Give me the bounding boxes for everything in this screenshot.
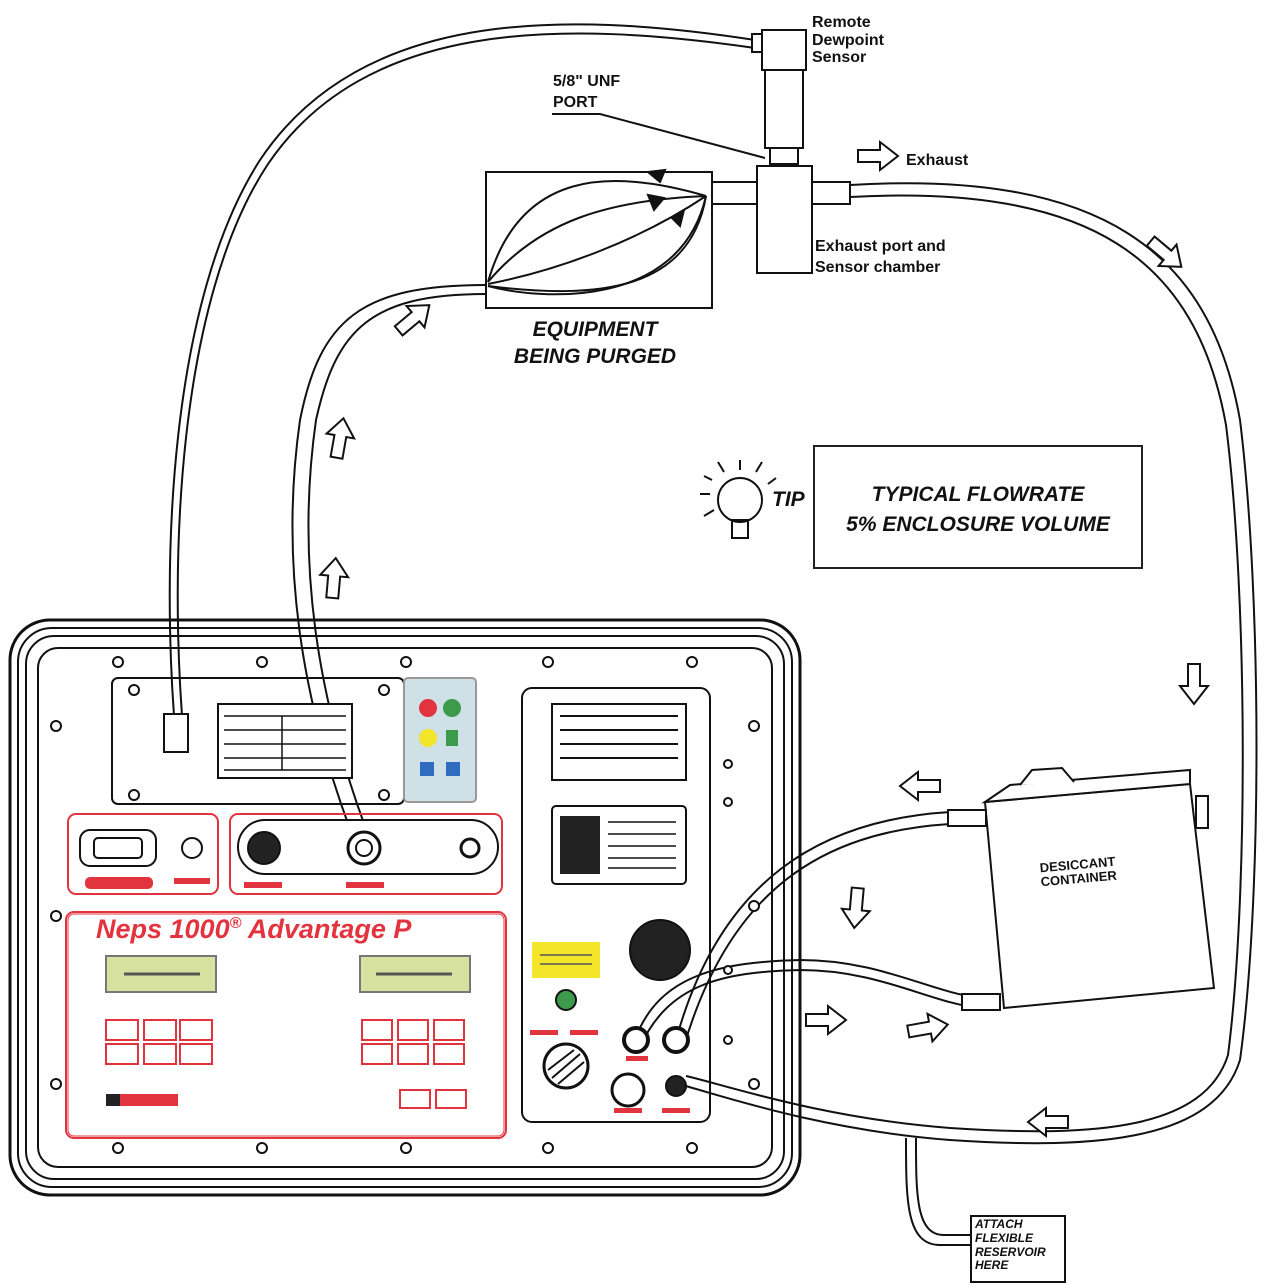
flowrate-tip-box: TYPICAL FLOWRATE 5% ENCLOSURE VOLUME xyxy=(813,445,1143,569)
product-name: Neps 1000® Advantage P xyxy=(96,914,411,945)
equipment-line1: EQUIPMENT xyxy=(532,318,658,341)
desiccant-container xyxy=(947,766,1216,1011)
attach-line3: RESERVOIR xyxy=(975,1244,1046,1259)
port-line1: 5/8" UNF xyxy=(553,73,621,90)
exhaust-port-line2: Sensor chamber xyxy=(815,258,941,276)
remote-sensor-label: Remote Dewpoint Sensor xyxy=(812,14,884,67)
remote-dewpoint-sensor xyxy=(751,29,807,165)
exhaust-port-chamber xyxy=(711,165,851,274)
yellow-warning-label xyxy=(532,942,600,978)
keypad-left xyxy=(105,1019,213,1065)
flowrate-line2: 5% ENCLOSURE VOLUME xyxy=(846,513,1110,536)
desiccant-hoses xyxy=(635,811,981,1048)
exhaust-port-label: Exhaust port and Sensor chamber xyxy=(815,238,946,276)
exhaust-port-line1: Exhaust port and xyxy=(815,238,946,255)
data-plate-left xyxy=(217,703,353,779)
tip-label: TIP xyxy=(772,488,805,511)
remote-sensor-line3: Sensor xyxy=(812,49,867,67)
equipment-label: EQUIPMENT BEING PURGED xyxy=(500,318,690,368)
remote-sensor-line1: Remote xyxy=(812,14,871,31)
keypad-right xyxy=(361,1019,467,1109)
speaker-grille xyxy=(629,919,691,981)
exhaust-label: Exhaust xyxy=(906,152,969,169)
flow-arrows xyxy=(318,139,1211,1139)
product-name-main: Neps 1000 xyxy=(96,914,230,944)
attach-line2: FLEXIBLE xyxy=(975,1230,1034,1245)
remote-sensor-line2: Dewpoint xyxy=(812,31,884,49)
attach-reservoir-box: ATTACH FLEXIBLE RESERVOIR HERE xyxy=(970,1215,1066,1283)
sensor-cable xyxy=(168,23,756,741)
power-socket xyxy=(79,829,157,867)
control-panel xyxy=(8,618,802,1197)
attach-line1: ATTACH xyxy=(975,1217,1023,1231)
lightbulb-icon xyxy=(700,460,777,539)
equipment-box xyxy=(485,168,713,309)
port-line2: PORT xyxy=(553,93,598,111)
product-reg-mark: ® xyxy=(229,915,242,932)
brand-logo xyxy=(106,1094,178,1106)
flowrate-line1: TYPICAL FLOWRATE xyxy=(871,483,1085,506)
reservoir-hose xyxy=(905,1137,972,1246)
panel-screws xyxy=(50,656,760,1154)
indicator-panel xyxy=(403,677,477,803)
filler-port xyxy=(247,831,281,865)
reset-button xyxy=(610,1072,646,1108)
attach-line4: HERE xyxy=(975,1258,1009,1273)
product-suffix: Advantage P xyxy=(247,914,412,944)
port-leader-line xyxy=(552,113,766,159)
port-label: 5/8" UNF PORT xyxy=(553,73,620,111)
equipment-line2: BEING PURGED xyxy=(513,345,677,369)
